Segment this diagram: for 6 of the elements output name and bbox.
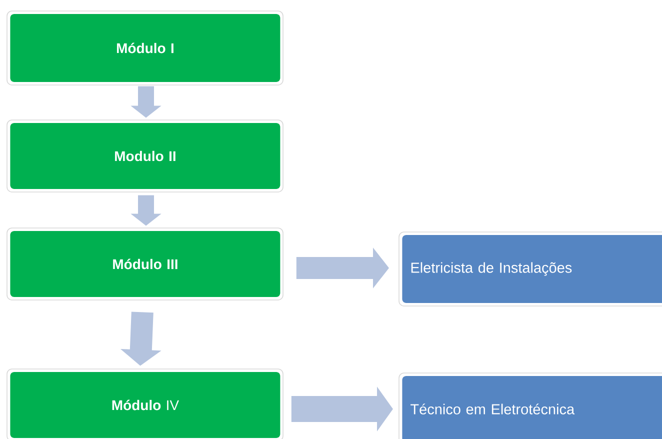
module-box: Módulo I — [6, 10, 284, 86]
outcome-box: Técnico em Eletrotécnica — [398, 372, 662, 439]
module-box: Modulo II — [6, 120, 284, 192]
outcome-box: Eletricista de Instalações — [398, 232, 662, 306]
module-box: Módulo IV — [6, 368, 284, 439]
module-box: Módulo III — [6, 228, 284, 300]
